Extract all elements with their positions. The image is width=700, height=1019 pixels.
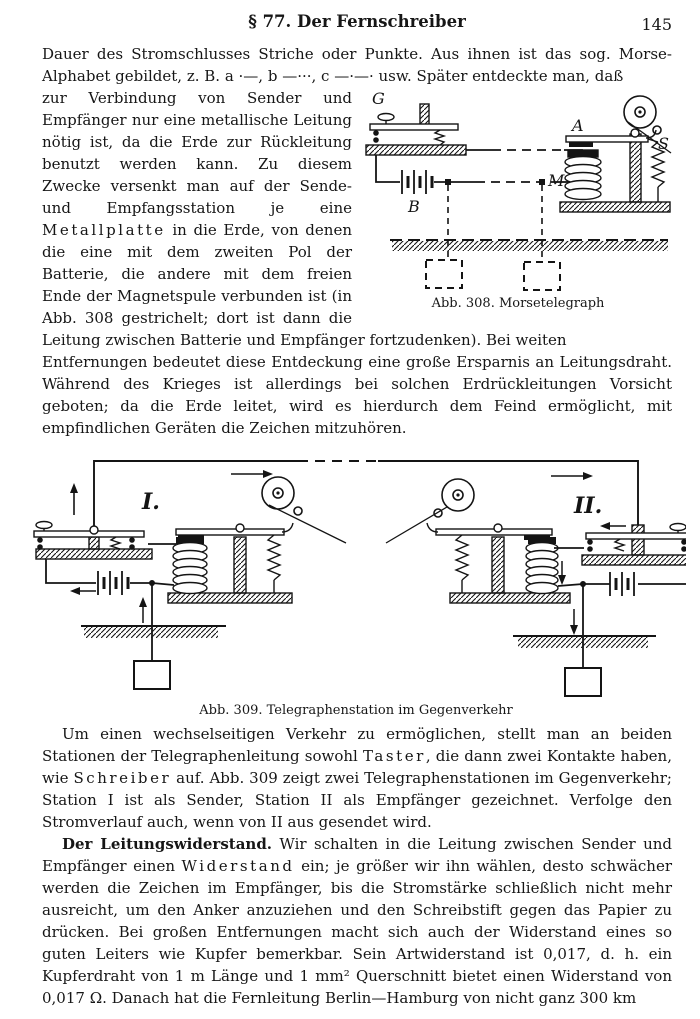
- station-one-receiver: [167, 522, 294, 604]
- earth-leads: [445, 179, 545, 262]
- paragraph-gegenverkehr-c: auf. Abb. 309 zeigt zwei Telegraphenstat…: [42, 769, 672, 831]
- station-two-earth: [513, 635, 656, 697]
- figure-308-morsetelegraph: G: [364, 90, 672, 312]
- figure-309-gegenverkehr: I. II.: [26, 453, 686, 719]
- paragraph-leitungswiderstand-b: ein; je größer wir ihn wählen, desto sch…: [42, 857, 672, 1007]
- label-key-G: G: [372, 90, 385, 108]
- paragraph-morse-text: Dauer des Stromschlusses Striche oder Pu…: [42, 45, 672, 85]
- station-two-arrows: [558, 522, 626, 635]
- station-two-battery: [580, 572, 635, 596]
- paragraph-leitungswiderstand-a: Wir schalten in die Leitung zwischen Sen…: [42, 835, 672, 875]
- label-battery-B: B: [407, 197, 420, 216]
- telegraph-key: [365, 103, 467, 156]
- paragraph-gegenverkehr-a: Um einen wechselseitigen Verkehr zu ermö…: [42, 725, 672, 765]
- emphasis-schreiber: Schreiber: [73, 769, 172, 787]
- station-one-arrows: [70, 587, 147, 623]
- station-one-earth: [81, 625, 226, 690]
- station-two-reel: [385, 478, 475, 544]
- emphasis-taster: Taster: [363, 747, 426, 765]
- label-station-one: I.: [141, 489, 160, 515]
- running-head: § 77. Der Fernschreiber 145: [42, 10, 672, 34]
- section-title: § 77. Der Fernschreiber: [248, 12, 466, 31]
- ground-hatch: [390, 239, 668, 251]
- paragraph-gegenverkehr: Um einen wechselseitigen Verkehr zu ermö…: [42, 723, 672, 833]
- emphasis-metallplatte: Metallplatte: [42, 221, 166, 239]
- label-armature-A: A: [570, 116, 584, 135]
- paragraph-wartime-caution: Entfernungen bedeutet diese Entdeckung e…: [42, 351, 672, 439]
- station-one: [33, 476, 347, 690]
- label-stylus-S: S: [658, 134, 669, 153]
- battery-symbol: [401, 170, 434, 194]
- paragraph-earth-return-a: zur Verbindung von Sender und Empfänger …: [42, 89, 352, 217]
- station-one-key: [33, 520, 153, 560]
- morse-telegraph-diagram: G: [365, 90, 672, 291]
- station-two-key: [581, 522, 686, 566]
- electromagnet-coil: [564, 149, 602, 201]
- paragraph-leitungswiderstand: Der Leitungswiderstand. Wir schalten in …: [42, 833, 672, 1009]
- label-station-two: II.: [573, 493, 602, 519]
- section-lead-leitungswiderstand: Der Leitungswiderstand.: [62, 835, 273, 853]
- overhead-line: [93, 460, 639, 529]
- current-direction-arrows: [70, 470, 593, 515]
- two-station-telegraph-diagram: I. II.: [33, 460, 686, 697]
- station-one-reel: [261, 476, 347, 544]
- figure-308-caption: Abb. 308. Morsetelegraph: [431, 296, 605, 311]
- wrap-block-fig308: G: [42, 87, 672, 351]
- paragraph-wartime-text: Entfernungen bedeutet diese Entdeckung e…: [42, 353, 672, 437]
- station-one-battery: [97, 571, 155, 595]
- station-one-wires: [45, 543, 176, 661]
- tape-reel: [623, 95, 672, 154]
- earth-plates: [425, 259, 561, 291]
- station-two: [385, 478, 686, 697]
- station-two-wires: [554, 547, 686, 668]
- figure-309-caption: Abb. 309. Telegraphenstation im Gegenver…: [199, 703, 513, 718]
- label-magnet-M: M: [547, 171, 565, 190]
- page-number: 145: [641, 15, 672, 34]
- paragraph-earth-return-b: in die Erde, von denen die eine mit dem …: [42, 221, 567, 349]
- station-two-receiver: [426, 522, 571, 604]
- paragraph-morse-alphabet: Dauer des Stromschlusses Striche oder Pu…: [42, 43, 672, 87]
- emphasis-widerstand: Widerstand: [181, 857, 295, 875]
- paragraph-gegenverkehr-b: , die dann zwei Kontakte haben, wie: [42, 747, 672, 787]
